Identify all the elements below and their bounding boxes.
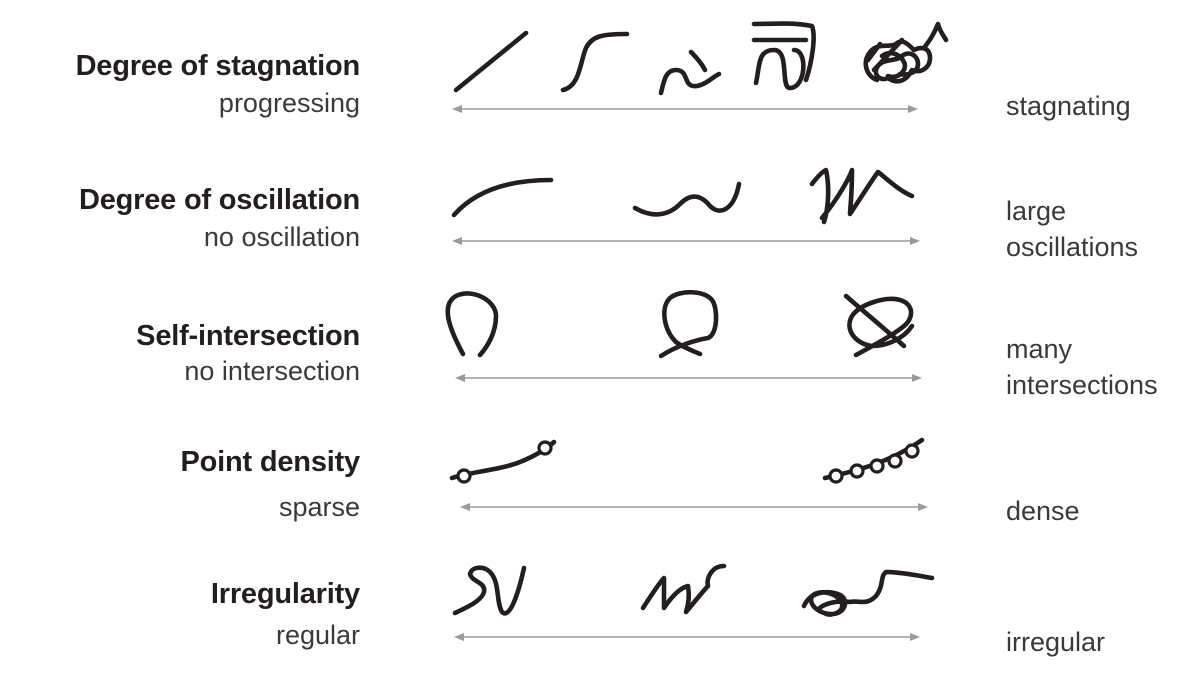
stagnation-glyph-4 (751, 21, 816, 91)
irregularity-glyph-3 (801, 569, 935, 617)
stagnation-glyph-5 (863, 21, 949, 84)
oscillation-high-label: large oscillations (1006, 196, 1139, 262)
self-intersection-glyph-3 (843, 293, 915, 358)
stagnation-title: Degree of stagnation (75, 50, 361, 82)
point-density-glyph-2 (822, 437, 925, 484)
oscillation-axis (452, 237, 920, 245)
self-intersection-axis (455, 374, 922, 382)
point-density-low-label: sparse (278, 492, 360, 522)
stagnation-low-label: progressing (218, 88, 360, 118)
stagnation-glyph-3 (658, 49, 722, 96)
point-density-glyph-1 (449, 439, 557, 484)
stagnation-glyph-1 (453, 30, 529, 93)
self-intersection-title: Self-intersection (136, 320, 360, 352)
irregularity-title: Irregularity (210, 578, 360, 610)
stagnation-glyph-2 (560, 31, 630, 93)
oscillation-glyph-1 (451, 177, 554, 218)
oscillation-glyph-2 (632, 181, 742, 217)
irregularity-glyph-2 (640, 563, 727, 615)
self-intersection-low-label: no intersection (184, 356, 360, 386)
stagnation-axis (452, 105, 918, 113)
oscillation-title: Degree of oscillation (78, 184, 360, 216)
point-density-axis (460, 503, 928, 511)
irregularity-axis (454, 633, 920, 641)
point-density-high-label: dense (1006, 496, 1080, 526)
irregularity-glyph-1 (452, 565, 527, 616)
point-density-title: Point density (180, 446, 361, 478)
self-intersection-glyph-2 (658, 289, 719, 359)
self-intersection-high-label: many intersections (1006, 334, 1158, 400)
stagnation-high-label: stagnating (1006, 91, 1131, 121)
irregularity-high-label: irregular (1006, 627, 1106, 657)
oscillation-low-label: no oscillation (203, 222, 360, 252)
self-intersection-glyph-1 (445, 291, 499, 358)
irregularity-low-label: regular (275, 620, 360, 650)
oscillation-glyph-3 (809, 167, 915, 225)
